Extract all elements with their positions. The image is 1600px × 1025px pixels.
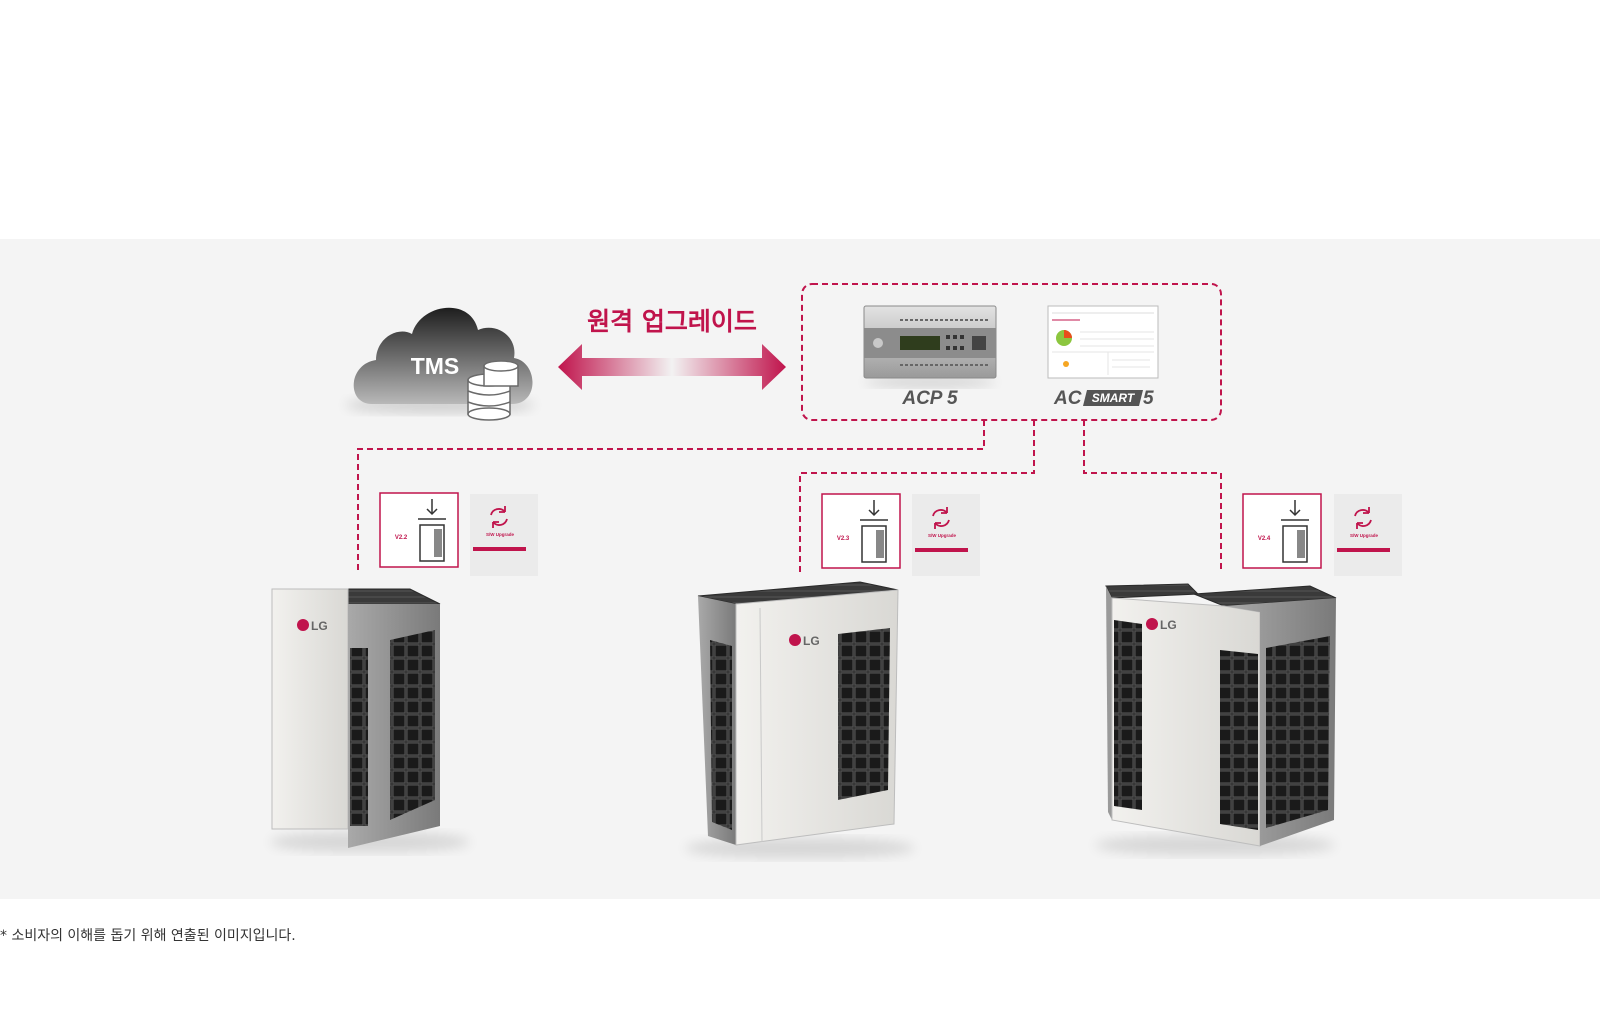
tms-cloud: TMS bbox=[345, 307, 535, 421]
acsmart5-badge: SMART bbox=[1092, 391, 1136, 405]
database-icon bbox=[467, 360, 519, 421]
acp5-label: ACP 5 bbox=[901, 388, 958, 409]
upgrade-progress-bar bbox=[915, 548, 968, 552]
sync-icon bbox=[490, 506, 508, 528]
sync-icon bbox=[932, 507, 950, 529]
acsmart5-screen-icon bbox=[1047, 305, 1159, 379]
outdoor-unit-1: V2.2 S/W Upgrade LG bbox=[270, 492, 538, 852]
footnote: * 소비자의 이해를 돕기 위해 연출된 이미지입니다. bbox=[0, 928, 296, 944]
brand-logo: LG bbox=[1160, 618, 1177, 632]
sw-upgrade-label: S/W Upgrade bbox=[928, 533, 956, 538]
remote-upgrade-label: 원격 업그레이드 bbox=[587, 307, 757, 336]
upgrade-progress-bar bbox=[473, 547, 526, 551]
sync-icon bbox=[1354, 507, 1372, 529]
download-icon bbox=[418, 499, 446, 520]
brand-logo: LG bbox=[311, 619, 328, 633]
download-icon bbox=[1281, 500, 1309, 521]
outdoor-unit-3: V2.4 S/W Upgrade LG bbox=[1095, 493, 1402, 855]
upgrade-panel-3: V2.4 S/W Upgrade bbox=[1242, 493, 1402, 576]
acp5-device-icon bbox=[863, 305, 997, 387]
connection-lines bbox=[357, 420, 1222, 572]
double-arrow-icon bbox=[558, 344, 786, 390]
version-label: V2.2 bbox=[395, 535, 408, 541]
upgrade-progress-bar bbox=[1337, 548, 1390, 552]
acsmart5-number: 5 bbox=[1143, 388, 1154, 409]
outdoor-unit-2: V2.3 S/W Upgrade LG bbox=[685, 493, 980, 858]
acsmart5-prefix: AC bbox=[1053, 388, 1082, 409]
upgrade-panel-1: V2.2 S/W Upgrade bbox=[379, 492, 538, 576]
acsmart5-logo: AC SMART 5 bbox=[1053, 388, 1154, 409]
tms-label: TMS bbox=[411, 353, 460, 379]
version-label: V2.3 bbox=[837, 536, 850, 542]
controllers-group: ACP 5 AC SMART 5 bbox=[801, 283, 1222, 421]
download-icon bbox=[860, 500, 888, 521]
brand-logo: LG bbox=[803, 634, 820, 648]
upgrade-panel-2: V2.3 S/W Upgrade bbox=[821, 493, 980, 576]
sw-upgrade-label: S/W Upgrade bbox=[486, 532, 514, 537]
remote-upgrade: 원격 업그레이드 bbox=[558, 307, 786, 390]
sw-upgrade-label: S/W Upgrade bbox=[1350, 533, 1378, 538]
version-label: V2.4 bbox=[1258, 536, 1271, 542]
